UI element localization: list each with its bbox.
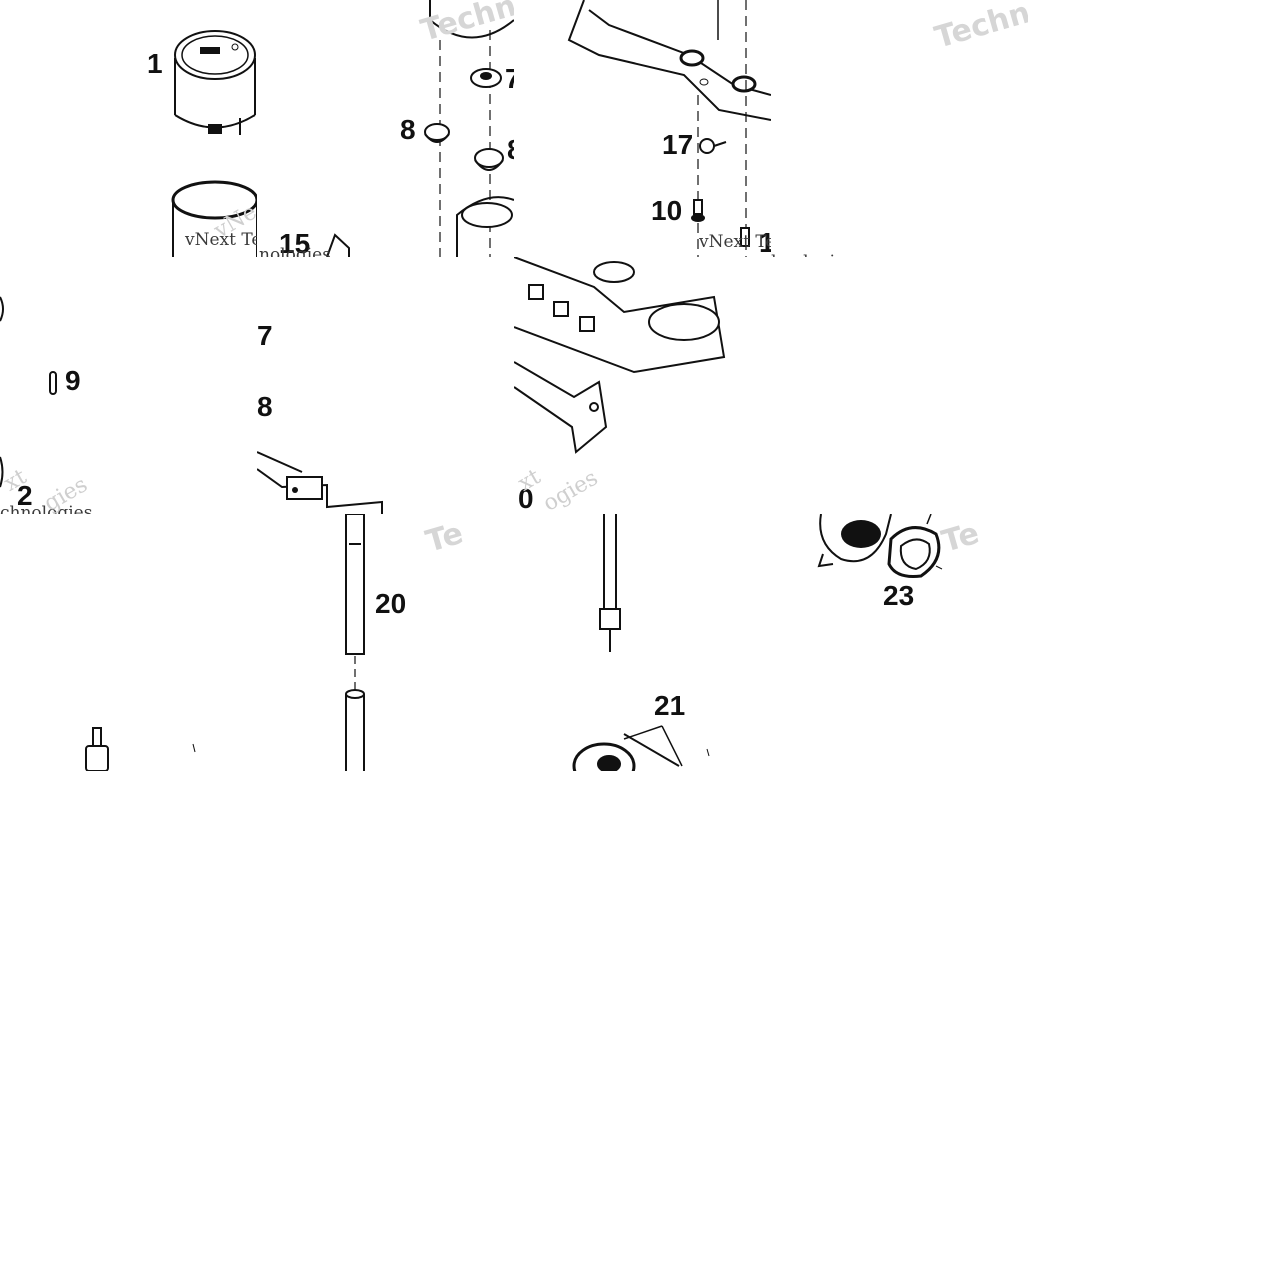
callout-21: 21 [654, 690, 686, 721]
callout-10: 10 [651, 195, 683, 226]
callout-20: 20 [375, 588, 407, 619]
watermark-text: Techno [931, 0, 1028, 56]
speedo-drive-drawing [572, 514, 710, 771]
cable-drawing [345, 514, 365, 771]
tile-row3-right-middle: 21 [514, 514, 771, 771]
callout-7: 7 [505, 63, 514, 94]
grommet-drawing [326, 0, 514, 257]
callout-2: 2 [17, 480, 33, 511]
callout-8: 8 [507, 136, 514, 164]
callout-1: 1 [147, 48, 163, 79]
callout-7: 7 [257, 320, 273, 351]
bracket-drawing [567, 0, 771, 257]
tile-top-left: 1 vNext Tech vNe [0, 0, 257, 257]
callout-23: 23 [883, 580, 915, 611]
watermark-text: vNext Tech [185, 230, 257, 250]
tile-row3-left [0, 514, 257, 771]
gauge-drawing [171, 30, 257, 257]
callout-11: 1 [759, 227, 771, 257]
callout-8: 8 [257, 391, 273, 422]
tile-row3-right: 23 Te [771, 514, 1028, 771]
tile-row2-middle: 7 8 [257, 257, 514, 514]
tile-top-middle: 7 8 8 15 Techno nologies [257, 0, 514, 257]
callout-8: 8 [400, 114, 416, 145]
triple-clamp-drawing [514, 257, 726, 454]
watermark-text: nologies [259, 245, 331, 257]
tile-top-right-middle: 17 10 1 vNext Tec [514, 0, 771, 257]
tile-row2-right-middle: 0 xt ogies [514, 257, 771, 514]
tile-row2-left: 9 2 xt chnologies gies [0, 257, 257, 514]
watermark-text: vNext Tec [699, 232, 771, 252]
knob-drawing [85, 727, 196, 771]
tile-row3-middle: 20 Te [257, 514, 514, 771]
callout-17: 17 [662, 129, 694, 160]
pin-drawing [0, 296, 57, 488]
lower-bracket-drawing [257, 451, 383, 514]
watermark-text: chnologies [0, 503, 93, 514]
watermark-text: hnologies [771, 252, 854, 257]
callout-15: 15 [279, 228, 311, 258]
tile-top-right: Techno hnologies [771, 0, 1028, 257]
callout-9: 9 [65, 365, 81, 396]
callout-20: 0 [518, 483, 534, 514]
gasket-drawing [817, 514, 943, 578]
